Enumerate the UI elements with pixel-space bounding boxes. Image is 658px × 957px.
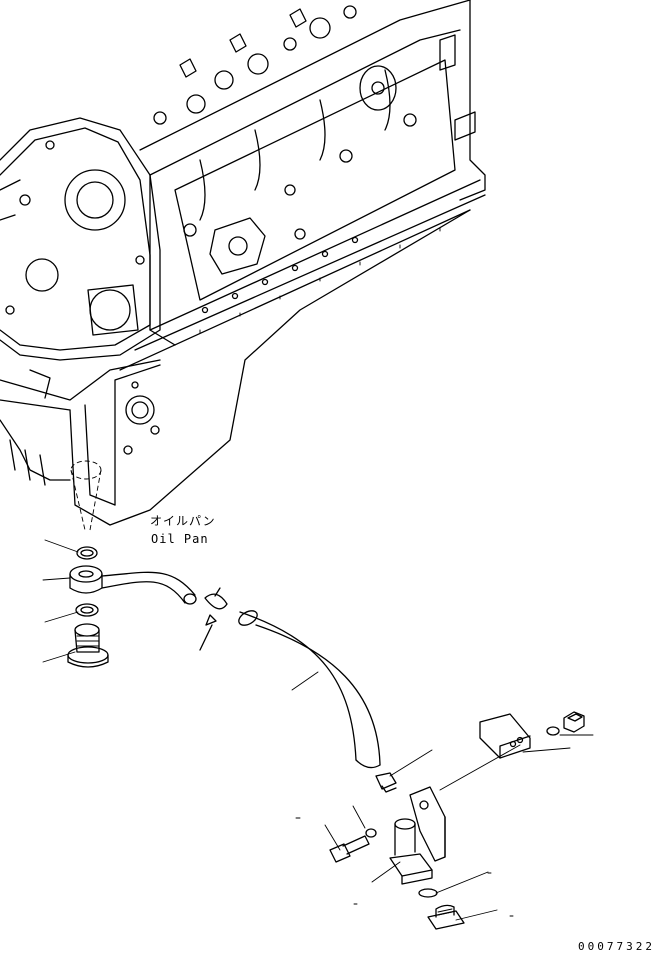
gear-housing: [0, 117, 161, 361]
hose: [199, 587, 397, 793]
oil-pan-label-jp: オイルパン: [150, 514, 216, 528]
leader-lines: [42, 539, 594, 921]
drain-parts: [67, 546, 197, 668]
figure-code: 00077322: [578, 940, 655, 953]
oil-pan-label-en: Oil Pan: [151, 532, 209, 546]
engine-block: [119, 0, 486, 371]
oil-pan: [0, 209, 471, 531]
bracket-assembly: [329, 711, 585, 930]
